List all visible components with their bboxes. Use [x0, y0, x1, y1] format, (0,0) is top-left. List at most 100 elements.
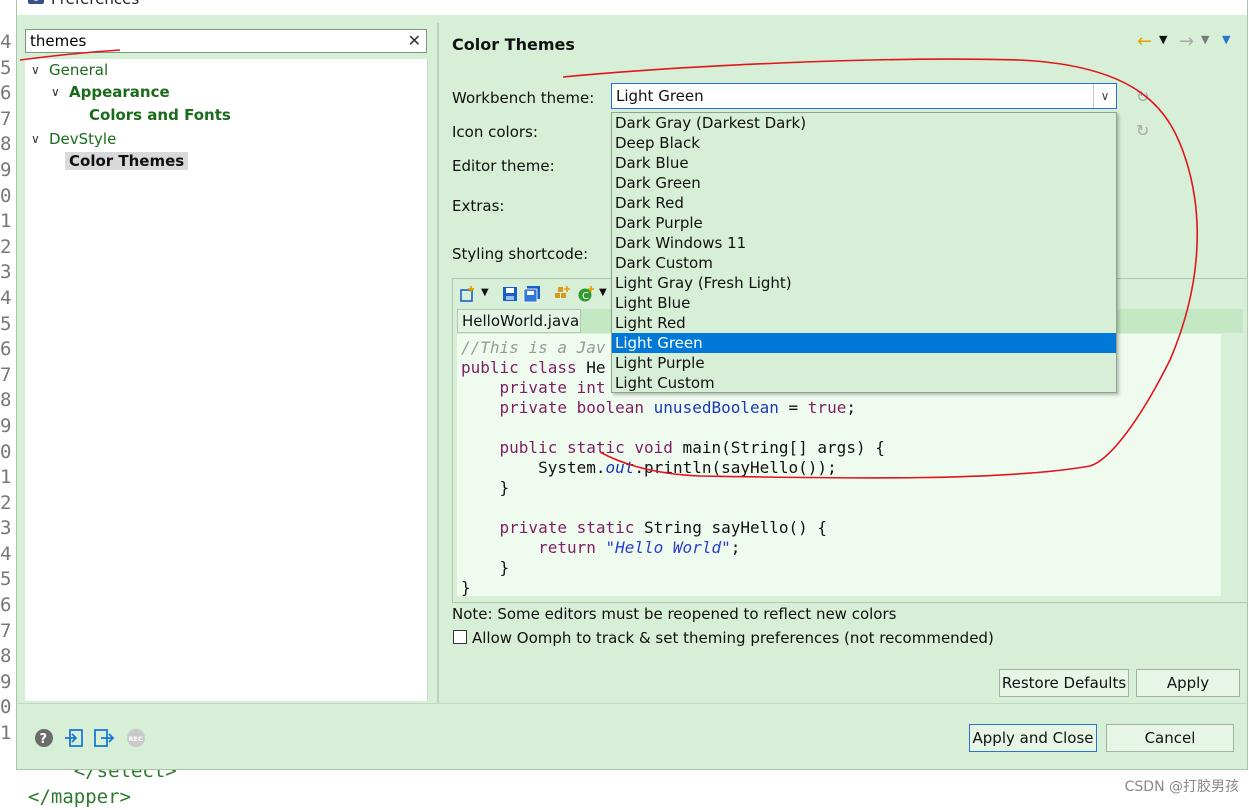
- code-field: unusedBoolean: [644, 398, 779, 417]
- new-class-icon[interactable]: C: [577, 285, 595, 303]
- refresh-icon[interactable]: ↻: [1136, 121, 1150, 140]
- code-text: =: [778, 398, 808, 417]
- filter-input[interactable]: [26, 30, 404, 52]
- save-icon[interactable]: [501, 285, 519, 303]
- back-menu-chevron-icon[interactable]: ▼: [1159, 33, 1168, 46]
- restore-defaults-button[interactable]: Restore Defaults: [999, 669, 1129, 697]
- button-bar-separator: [17, 703, 1247, 704]
- oomph-checkbox-label[interactable]: Allow Oomph to track & set theming prefe…: [472, 629, 994, 647]
- view-menu-icon[interactable]: ▼: [1222, 33, 1231, 46]
- editor-tab-helloworld[interactable]: HelloWorld.java: [457, 309, 581, 333]
- bg-code-line: </mapper>: [28, 786, 131, 808]
- code-text: }: [461, 578, 471, 597]
- gutter-line-number: 5: [0, 56, 12, 79]
- watermark: CSDN @打胶男孩: [1124, 779, 1239, 795]
- tree-item-general[interactable]: General: [49, 61, 109, 79]
- pane-splitter[interactable]: [437, 23, 439, 703]
- code-keyword: private static: [461, 518, 635, 537]
- gutter-line-number: 7: [0, 107, 12, 130]
- apply-button[interactable]: Apply: [1136, 669, 1240, 697]
- theme-option[interactable]: Dark Blue: [615, 154, 689, 172]
- tree-item-devstyle[interactable]: DevStyle: [49, 130, 117, 148]
- styling-shortcode-label: Styling shortcode:: [452, 245, 589, 263]
- help-icon[interactable]: ?: [33, 727, 55, 749]
- tree-item-color-themes[interactable]: Color Themes: [65, 152, 189, 170]
- code-text: main(String[] args) {: [672, 438, 885, 457]
- theme-option[interactable]: Dark Windows 11: [615, 234, 747, 252]
- oomph-checkbox[interactable]: [453, 630, 467, 644]
- editor-theme-label: Editor theme:: [452, 157, 555, 175]
- gutter-line-number: 0: [0, 696, 12, 719]
- gutter-line-number: 7: [0, 619, 12, 642]
- theme-option[interactable]: Dark Red: [615, 194, 684, 212]
- chevron-down-icon[interactable]: ∨: [51, 85, 60, 99]
- gutter-line-number: 2: [0, 491, 12, 514]
- code-text: String sayHello() {: [634, 518, 828, 537]
- filter-field[interactable]: ✕: [25, 29, 427, 53]
- back-arrow-icon[interactable]: ←: [1137, 31, 1153, 52]
- cancel-button[interactable]: Cancel: [1106, 724, 1234, 752]
- preferences-tree: ∨ General ∨ Appearance Colors and Fonts …: [25, 59, 428, 701]
- code-keyword: return: [461, 538, 596, 557]
- theme-option[interactable]: Light Purple: [615, 354, 705, 372]
- theme-option[interactable]: Light Gray (Fresh Light): [615, 274, 792, 292]
- theme-option[interactable]: Deep Black: [615, 134, 700, 152]
- clear-filter-icon[interactable]: ✕: [407, 31, 421, 50]
- svg-text:C: C: [582, 291, 589, 302]
- theme-option[interactable]: Dark Purple: [615, 214, 703, 232]
- theme-option[interactable]: Light Red: [615, 314, 686, 332]
- record-icon[interactable]: REC: [125, 727, 147, 749]
- tree-item-colors-and-fonts[interactable]: Colors and Fonts: [89, 106, 231, 124]
- code-text: }: [461, 478, 510, 497]
- close-button[interactable]: ✕: [1207, 0, 1227, 3]
- gutter-line-number: 6: [0, 82, 12, 105]
- chevron-down-icon[interactable]: ∨: [31, 132, 40, 146]
- gutter-line-number: 2: [0, 235, 12, 258]
- export-icon[interactable]: [93, 727, 115, 749]
- new-menu-chevron-icon[interactable]: ▼: [481, 287, 489, 298]
- code-comment: //This is a Jav: [461, 338, 606, 357]
- gutter-line-number: 0: [0, 184, 12, 207]
- gutter-line-number: 3: [0, 261, 12, 284]
- minimize-button[interactable]: —: [1097, 0, 1117, 3]
- icon-colors-label: Icon colors:: [452, 123, 538, 141]
- reopen-note: Note: Some editors must be reopened to r…: [452, 605, 897, 623]
- code-keyword: public static void: [461, 438, 673, 457]
- preferences-dialog: Preferences — ☐ ✕ ✕ ∨ General ∨ Appearan…: [16, 0, 1248, 770]
- code-text: ;: [846, 398, 856, 417]
- refresh-icon[interactable]: ↻: [1136, 87, 1150, 106]
- theme-option[interactable]: Dark Gray (Darkest Dark): [615, 114, 807, 132]
- svg-text:REC: REC: [129, 735, 143, 743]
- forward-menu-chevron-icon[interactable]: ▼: [1201, 33, 1210, 46]
- code-text: .println(sayHello());: [634, 458, 837, 477]
- gutter-line-number: 3: [0, 517, 12, 540]
- chevron-down-icon[interactable]: ∨: [31, 63, 40, 77]
- workbench-theme-select[interactable]: Light Green ∨: [611, 83, 1117, 109]
- forward-arrow-icon[interactable]: →: [1179, 31, 1195, 52]
- code-text: System.: [461, 458, 606, 477]
- save-all-icon[interactable]: [523, 285, 541, 303]
- theme-option[interactable]: Dark Green: [615, 174, 701, 192]
- chevron-down-icon[interactable]: ∨: [1093, 84, 1116, 108]
- theme-option[interactable]: Light Custom: [615, 374, 715, 392]
- extras-label: Extras:: [452, 197, 505, 215]
- tree-item-appearance[interactable]: Appearance: [69, 83, 170, 101]
- code-field: out: [605, 458, 635, 477]
- import-icon[interactable]: [63, 727, 85, 749]
- gutter-line-number: 1: [0, 722, 12, 745]
- package-icon[interactable]: [553, 285, 571, 303]
- gutter-line-number: 1: [0, 210, 12, 233]
- apply-and-close-button[interactable]: Apply and Close: [969, 724, 1097, 752]
- maximize-button[interactable]: ☐: [1147, 0, 1167, 3]
- new-class-menu-chevron-icon[interactable]: ▼: [599, 287, 607, 298]
- gutter-line-number: 9: [0, 670, 12, 693]
- gutter-line-number: 6: [0, 594, 12, 617]
- theme-option[interactable]: Dark Custom: [615, 254, 713, 272]
- theme-option[interactable]: Light Blue: [615, 294, 691, 312]
- theme-option[interactable]: Light Green: [612, 333, 1116, 353]
- new-file-icon[interactable]: [459, 285, 477, 303]
- gutter-line-number: 4: [0, 286, 12, 309]
- gutter-line-number: 5: [0, 312, 12, 335]
